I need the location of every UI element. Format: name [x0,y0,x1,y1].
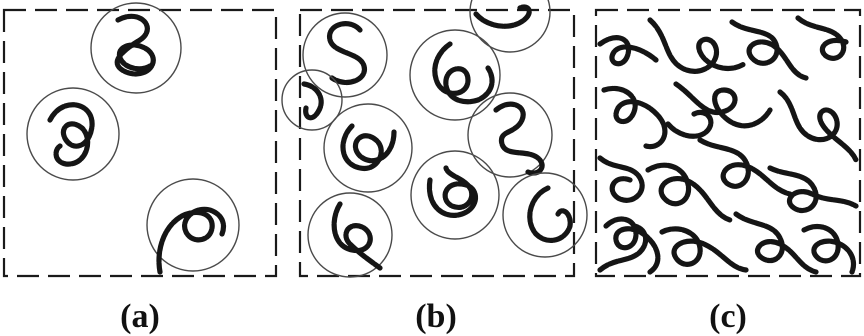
coil-b1 [303,13,387,97]
coil-b9 [470,0,550,52]
polymer-chain [117,16,153,74]
coil-b6 [308,193,392,277]
polymer-chain [435,44,492,102]
polymer-chain [600,38,656,64]
polymer-chain [700,140,790,194]
polymer-chain [600,158,642,200]
panel-a [4,3,276,276]
coil-b8 [282,70,342,130]
panel-a-label: (a) [120,298,160,335]
polymer-chain [50,105,92,164]
coil-b3 [468,93,552,177]
panel-c-label: (c) [709,298,747,335]
polymer-chain [496,104,542,173]
polymer-chain [159,209,224,272]
polymer-chain [732,22,806,78]
panel-c [596,10,860,276]
polymer-chain [798,18,846,58]
polymer-chain [662,229,746,270]
polymer-chain [650,20,744,71]
polymer-chain [736,214,816,272]
coil-envelope [282,70,342,130]
entangled-chains [600,18,856,272]
polymer-chain [668,112,711,136]
coil-a2 [27,88,119,180]
polymer-chain [343,126,394,168]
coil-b5 [411,151,499,239]
polymer-chain [304,84,321,118]
coil-a3 [147,179,239,272]
coil-envelope [27,88,119,180]
polymer-chain [330,24,365,83]
panel-b-label: (b) [415,298,457,335]
polymer-chain [676,84,770,126]
polymer-chain [804,226,854,272]
coil-envelope [411,151,499,239]
polymer-chain [334,204,380,268]
polymer-chain [780,92,856,160]
panel-a-frame [4,10,276,276]
polymer-chain [530,188,571,240]
polymer-chain [604,88,665,146]
polymer-chain [429,168,475,215]
coil-a1 [91,3,181,93]
polymer-chain [648,165,730,220]
panel-b [282,0,587,277]
